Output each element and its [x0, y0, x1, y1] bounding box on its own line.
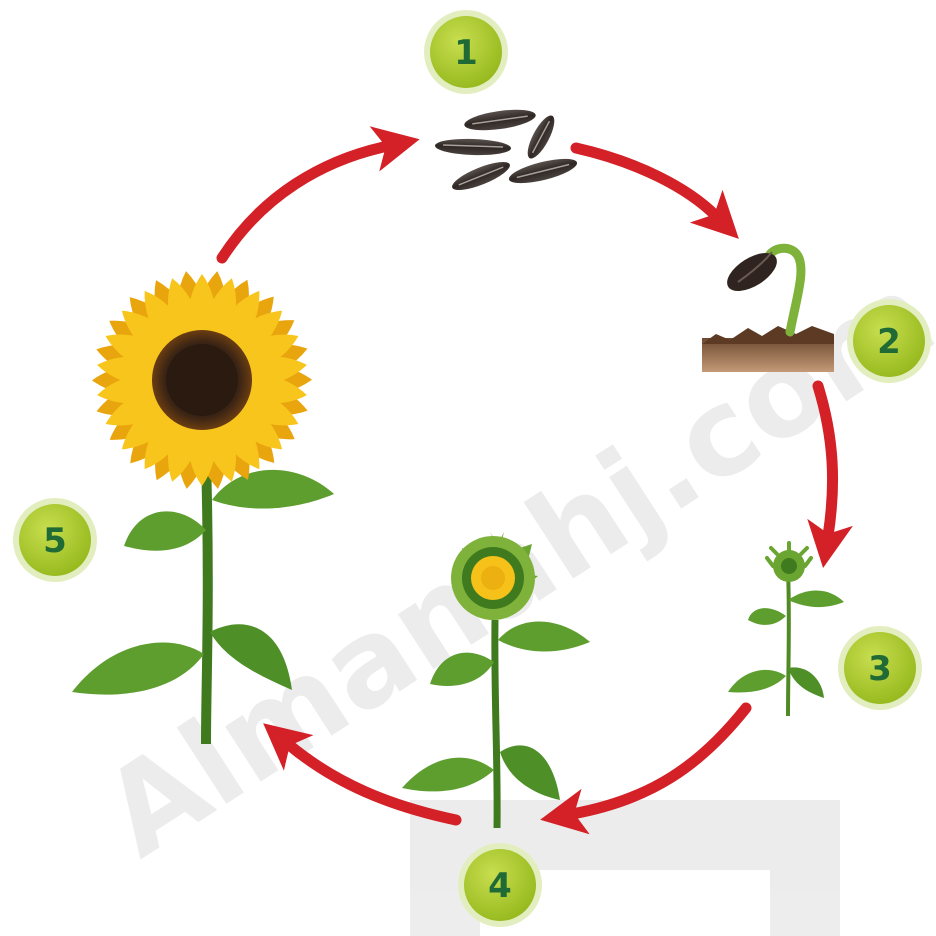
- leaf: [402, 758, 494, 792]
- leaf: [500, 745, 560, 800]
- seeds-illustration: [435, 106, 579, 195]
- stage-number-1: 1: [454, 33, 478, 73]
- leaf: [748, 608, 786, 625]
- stem: [206, 460, 208, 744]
- stage-badge-4: 4: [458, 843, 542, 927]
- leaf: [124, 511, 206, 550]
- stage-number-3: 3: [868, 649, 892, 689]
- arrow-5-to-1: [222, 146, 388, 258]
- disc-center: [166, 344, 238, 416]
- leaf: [728, 670, 786, 693]
- sunflower-head: [92, 269, 312, 491]
- stage-badge-5: 5: [13, 498, 97, 582]
- stem: [788, 570, 789, 716]
- leaf: [72, 643, 204, 695]
- leaf: [788, 667, 824, 698]
- stem: [495, 620, 497, 828]
- arrow-3-to-4: [572, 708, 746, 814]
- stage-number-5: 5: [43, 521, 67, 561]
- leaf: [788, 590, 844, 607]
- stage-badge-3: 3: [838, 626, 922, 710]
- arrow-1-to-2: [576, 148, 716, 216]
- young-plant-illustration: [728, 543, 844, 716]
- stage-badge-2: 2: [847, 299, 931, 383]
- stage-number-2: 2: [877, 322, 901, 362]
- stage-number-4: 4: [488, 866, 512, 906]
- stage-badge-1: 1: [424, 10, 508, 94]
